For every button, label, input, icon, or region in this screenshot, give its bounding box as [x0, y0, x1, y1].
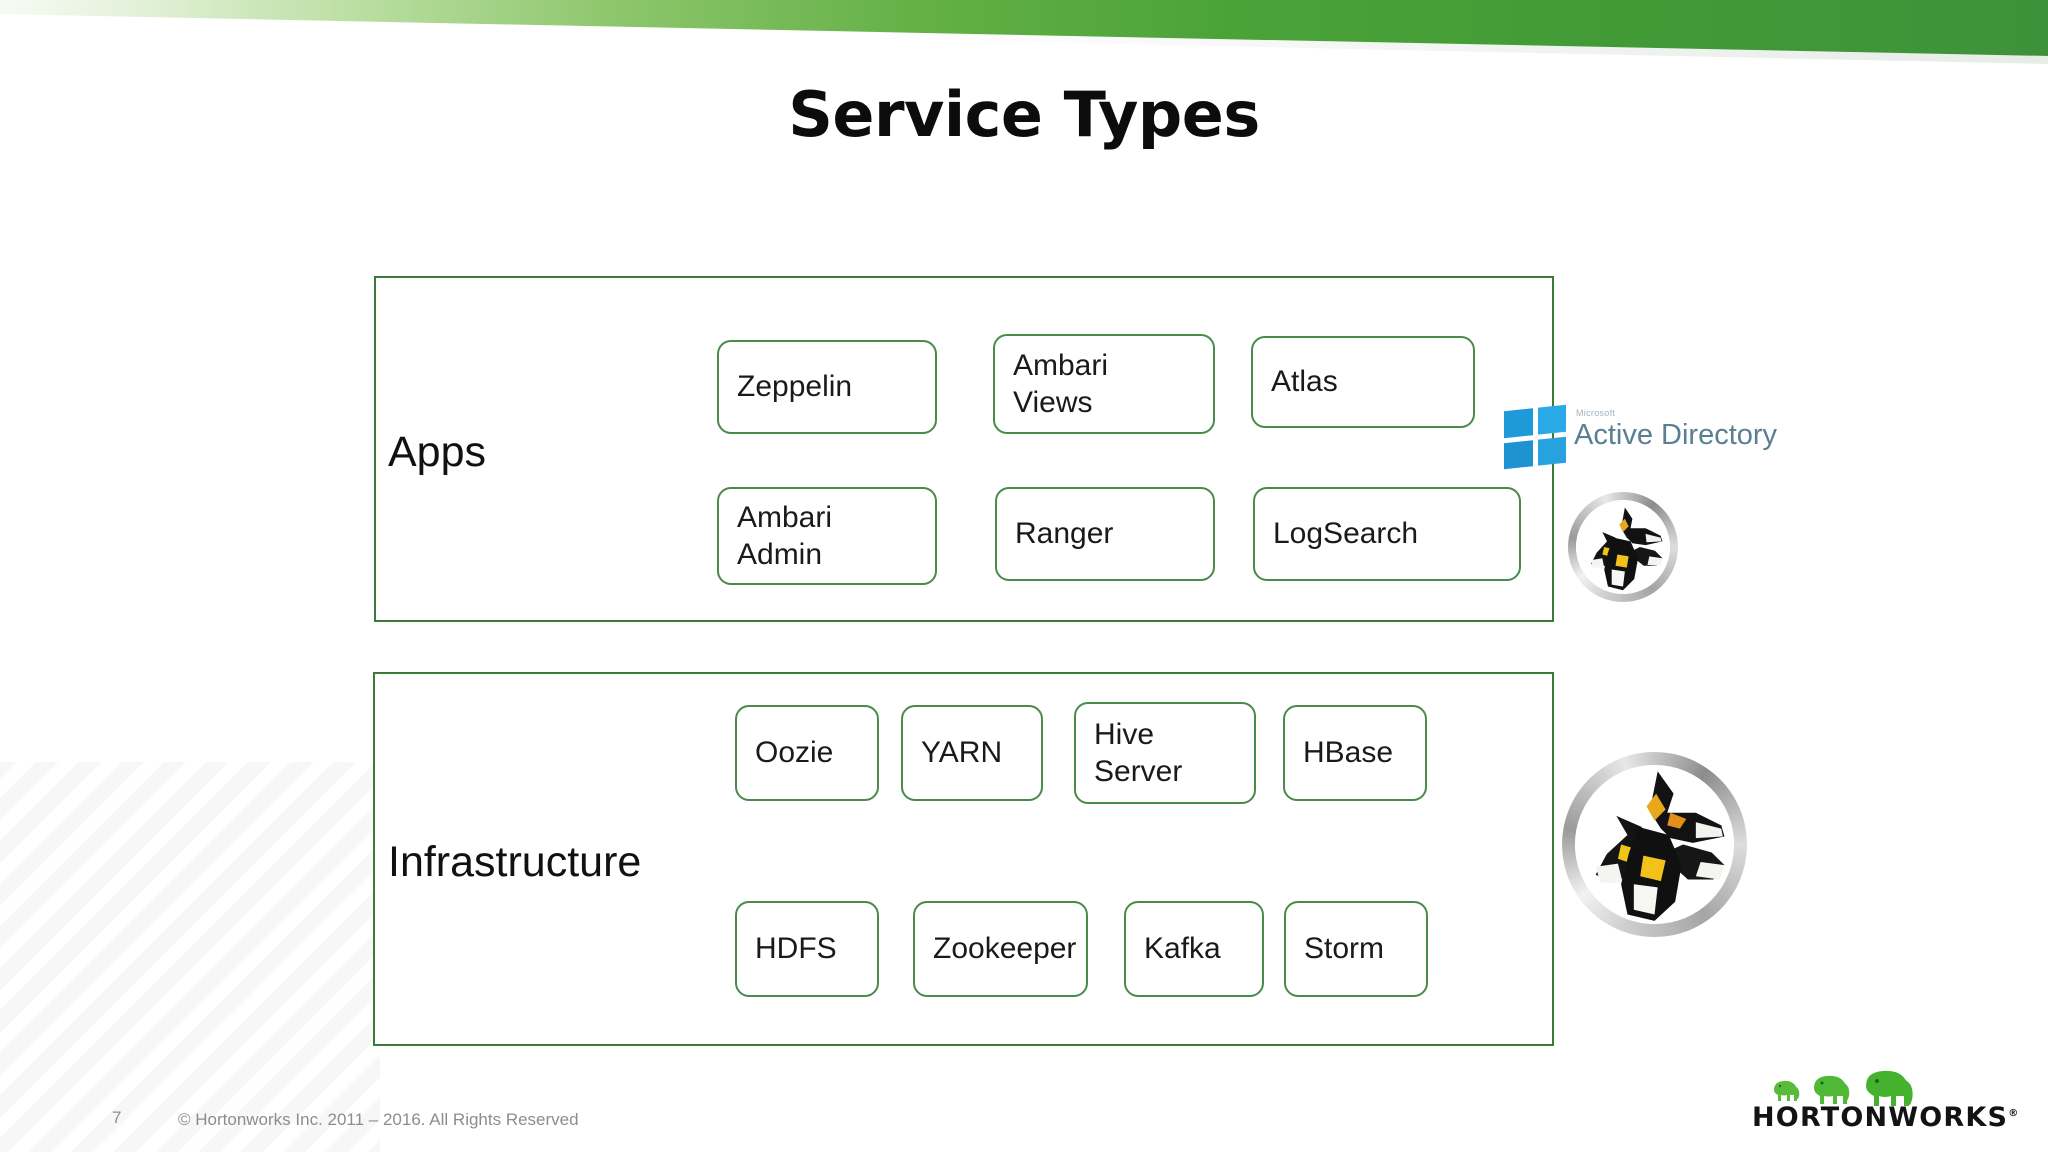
service-box-hive-server[interactable]: Hive Server — [1074, 702, 1256, 804]
kerberos-logo-small — [1568, 492, 1678, 602]
service-box-ambari-views[interactable]: Ambari Views — [993, 334, 1215, 434]
hortonworks-wordmark: HORTONWORKS® — [1752, 1102, 2018, 1133]
service-box-ambari-admin[interactable]: Ambari Admin — [717, 487, 937, 585]
apps-group-label: Apps — [388, 428, 487, 476]
service-box-storm[interactable]: Storm — [1284, 901, 1428, 997]
kerberos-three-headed-dog-icon — [1576, 500, 1670, 594]
hortonworks-elephants-icon — [1774, 1070, 1913, 1106]
trademark-symbol: ® — [2008, 1108, 2020, 1119]
page-title: Service Types — [788, 78, 1260, 151]
kerberos-three-headed-dog-icon — [1575, 765, 1734, 924]
windows-flag-icon — [1504, 404, 1566, 470]
kerberos-logo-large — [1562, 752, 1747, 937]
copyright-notice: © Hortonworks Inc. 2011 – 2016. All Righ… — [178, 1110, 579, 1129]
hortonworks-logo: HORTONWORKS® — [1752, 1070, 2018, 1133]
service-box-zeppelin[interactable]: Zeppelin — [717, 340, 937, 434]
active-directory-superbrand: Microsoft — [1576, 408, 1616, 418]
hortonworks-wordmark-text: HORTONWORKS — [1752, 1102, 2009, 1133]
service-box-zookeeper[interactable]: Zookeeper — [913, 901, 1088, 997]
service-box-hbase[interactable]: HBase — [1283, 705, 1427, 801]
top-green-band — [0, 0, 2048, 56]
infrastructure-group-label: Infrastructure — [388, 838, 642, 886]
diagonal-watermark — [0, 762, 380, 1152]
service-box-atlas[interactable]: Atlas — [1251, 336, 1475, 428]
service-box-oozie[interactable]: Oozie — [735, 705, 879, 801]
active-directory-logo: Microsoft Active Directory — [1504, 404, 1778, 470]
page-number: 7 — [112, 1108, 122, 1127]
service-box-kafka[interactable]: Kafka — [1124, 901, 1264, 997]
service-box-hdfs[interactable]: HDFS — [735, 901, 879, 997]
service-box-yarn[interactable]: YARN — [901, 705, 1043, 801]
service-box-logsearch[interactable]: LogSearch — [1253, 487, 1521, 581]
active-directory-name: Active Directory — [1574, 419, 1778, 451]
service-box-ranger[interactable]: Ranger — [995, 487, 1215, 581]
